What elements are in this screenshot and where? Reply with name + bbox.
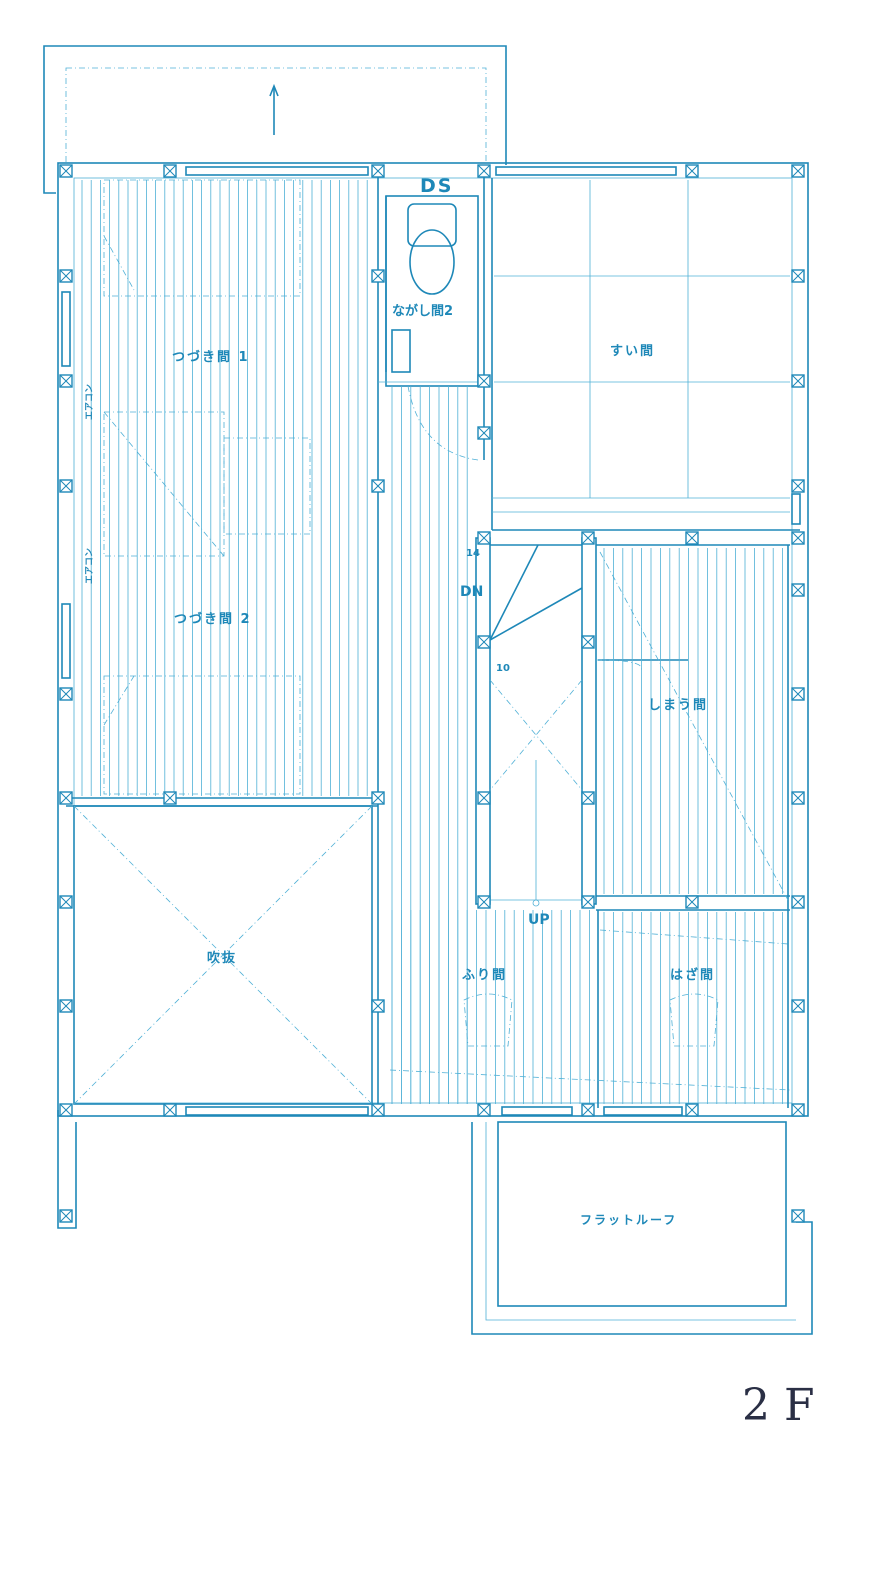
post xyxy=(791,999,805,1013)
post xyxy=(59,269,73,283)
post xyxy=(371,999,385,1013)
post xyxy=(371,269,385,283)
post xyxy=(59,687,73,701)
post xyxy=(477,426,491,440)
post xyxy=(581,635,595,649)
toilet xyxy=(391,203,457,373)
aircon-label-2: エアコン xyxy=(84,548,95,584)
post xyxy=(371,1103,385,1117)
post xyxy=(791,374,805,388)
post xyxy=(581,791,595,805)
post xyxy=(477,791,491,805)
post xyxy=(371,479,385,493)
floor-boards-right xyxy=(603,548,783,1104)
post xyxy=(163,791,177,805)
room-label-haza: はざ間 xyxy=(670,967,715,983)
post xyxy=(59,999,73,1013)
post xyxy=(581,1103,595,1117)
post xyxy=(685,895,699,909)
post xyxy=(791,269,805,283)
structural-posts xyxy=(59,164,805,1223)
chair-haza xyxy=(669,993,719,1047)
post xyxy=(59,1103,73,1117)
floor-boards-left xyxy=(81,180,368,796)
post xyxy=(477,895,491,909)
windows xyxy=(61,166,801,1116)
post xyxy=(59,1209,73,1223)
post xyxy=(59,479,73,493)
room-label-tsuzuki2: つづき間 2 xyxy=(174,611,252,627)
up-label: UP xyxy=(528,912,550,928)
room-label-nagashi2: ながし間2 xyxy=(392,303,453,319)
room-label-furi: ふり間 xyxy=(462,968,507,983)
post xyxy=(163,1103,177,1117)
post xyxy=(477,1103,491,1117)
post xyxy=(477,374,491,388)
post xyxy=(477,164,491,178)
room-label-sui: すい間 xyxy=(610,344,655,359)
void-area xyxy=(73,805,373,1105)
post xyxy=(581,895,595,909)
room-label-tsuzuki1: つづき間 1 xyxy=(172,349,250,365)
post xyxy=(371,791,385,805)
dn-label: DN xyxy=(460,584,483,600)
post xyxy=(59,164,73,178)
post xyxy=(685,531,699,545)
room-label-fukinuke: 吹抜 xyxy=(207,950,237,966)
post xyxy=(477,635,491,649)
post xyxy=(791,583,805,597)
room-label-shimau: しまう間 xyxy=(648,698,708,713)
room-label-flat-roof: フラットルーフ xyxy=(580,1213,677,1227)
post xyxy=(791,531,805,545)
tatami-grid xyxy=(494,180,790,498)
post xyxy=(59,895,73,909)
post xyxy=(59,791,73,805)
post xyxy=(581,531,595,545)
post xyxy=(59,374,73,388)
step-10-label: 10 xyxy=(496,663,510,674)
post xyxy=(791,1103,805,1117)
floor-label: 2 F xyxy=(742,1380,815,1431)
post xyxy=(791,1209,805,1223)
aircon-label-1: エアコン xyxy=(84,384,95,420)
top-balcony xyxy=(43,45,507,194)
post xyxy=(791,164,805,178)
exterior-walls xyxy=(57,162,813,1335)
post xyxy=(163,164,177,178)
staircase xyxy=(489,544,583,907)
post xyxy=(791,479,805,493)
post xyxy=(791,791,805,805)
post xyxy=(791,687,805,701)
ds-label: DS xyxy=(420,175,453,197)
post xyxy=(685,1103,699,1117)
post xyxy=(791,895,805,909)
ceiling-dash-lines xyxy=(103,179,791,1091)
floor-boards-center xyxy=(391,386,590,1104)
post xyxy=(477,531,491,545)
step-14-label: 14 xyxy=(466,548,480,559)
post xyxy=(371,164,385,178)
post xyxy=(685,164,699,178)
